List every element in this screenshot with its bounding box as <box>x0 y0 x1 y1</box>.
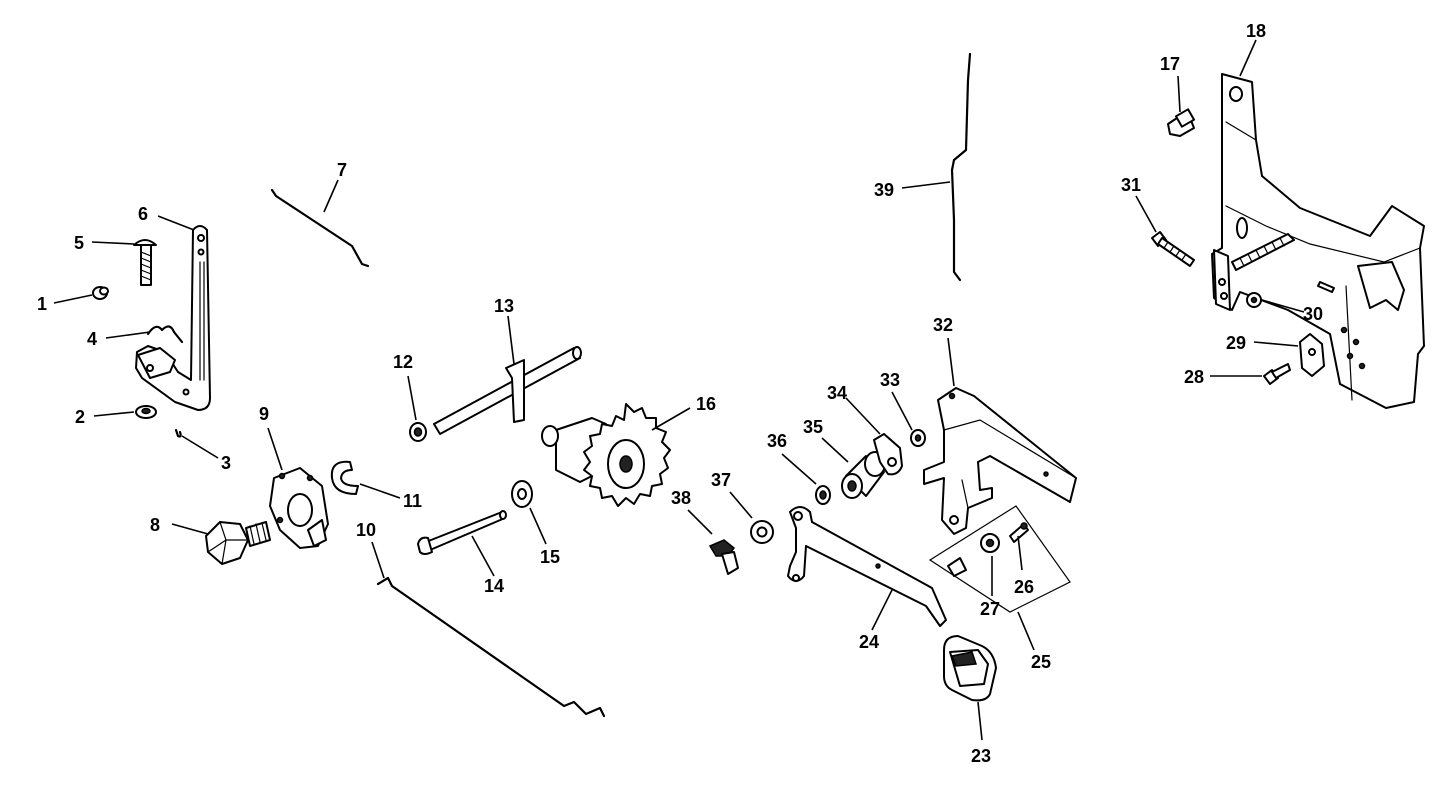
label-11: 11 <box>403 491 422 511</box>
part-23-pedal-pad <box>943 635 997 702</box>
label-4: 4 <box>87 329 97 349</box>
part-33-washer <box>910 429 926 447</box>
label-5: 5 <box>74 233 84 253</box>
label-32: 32 <box>933 315 953 335</box>
label-3: 3 <box>221 453 231 473</box>
part-1-rivet <box>92 286 109 300</box>
label-12: 12 <box>393 352 413 372</box>
part-38-wing-nut <box>708 539 739 575</box>
part-24-lever-arm <box>787 506 947 627</box>
label-28: 28 <box>1184 367 1204 387</box>
part-39-rod <box>950 52 972 282</box>
part-18-mounting-plate <box>1211 73 1425 409</box>
label-30: 30 <box>1303 304 1323 324</box>
label-27: 27 <box>980 599 1000 619</box>
part-28-screw <box>1263 363 1291 385</box>
label-16: 16 <box>696 394 716 414</box>
part-31-long-screw <box>1151 231 1195 267</box>
part-10-rod <box>376 576 606 718</box>
label-39: 39 <box>874 180 894 200</box>
label-6: 6 <box>138 204 148 224</box>
label-17: 17 <box>1160 54 1180 74</box>
part-2-nut <box>135 405 157 419</box>
label-13: 13 <box>494 296 514 316</box>
part-16-governor-gear <box>541 403 671 507</box>
part-15-washer <box>511 480 533 508</box>
label-1: 1 <box>37 294 47 314</box>
label-2: 2 <box>75 407 85 427</box>
label-9: 9 <box>259 404 269 424</box>
part-8-hex-bolt <box>205 521 271 565</box>
part-36-ring <box>815 485 831 505</box>
part-number-labels: 1 2 3 4 5 6 7 8 9 10 11 12 13 14 15 16 1… <box>37 21 1323 766</box>
label-31: 31 <box>1121 175 1141 195</box>
part-4-spring-clip <box>146 325 184 344</box>
part-5-carriage-bolt <box>133 239 157 286</box>
part-9-governor-plate <box>269 467 329 549</box>
label-18: 18 <box>1246 21 1266 41</box>
label-10: 10 <box>356 520 376 540</box>
label-29: 29 <box>1226 333 1246 353</box>
part-7-rod <box>270 188 370 268</box>
part-14-pin <box>417 510 507 555</box>
part-12-washer <box>409 422 427 442</box>
leader-lines <box>53 39 1305 741</box>
label-35: 35 <box>803 417 823 437</box>
label-25: 25 <box>1031 652 1051 672</box>
part-17-bolt <box>1167 108 1196 137</box>
label-34: 34 <box>827 383 847 403</box>
label-14: 14 <box>484 576 504 596</box>
label-33: 33 <box>880 370 900 390</box>
part-34-bracket-clip <box>873 433 903 476</box>
part-11-clip <box>330 460 359 495</box>
label-15: 15 <box>540 547 560 567</box>
part-25-hardware-kit <box>928 505 1071 613</box>
part-32-pedal-bracket <box>923 387 1077 535</box>
part-29-clip-bracket <box>1299 333 1325 377</box>
label-38: 38 <box>671 488 691 508</box>
label-7: 7 <box>337 160 347 180</box>
label-37: 37 <box>711 470 731 490</box>
label-8: 8 <box>150 515 160 535</box>
part-13-shaft <box>433 346 582 435</box>
part-30-nut <box>1246 292 1262 308</box>
label-36: 36 <box>767 431 787 451</box>
label-23: 23 <box>971 746 991 766</box>
label-24: 24 <box>859 632 879 652</box>
label-26: 26 <box>1014 577 1034 597</box>
part-6-control-lever <box>135 225 211 411</box>
part-3-cotter <box>174 428 182 438</box>
part-37-washer <box>750 520 774 544</box>
